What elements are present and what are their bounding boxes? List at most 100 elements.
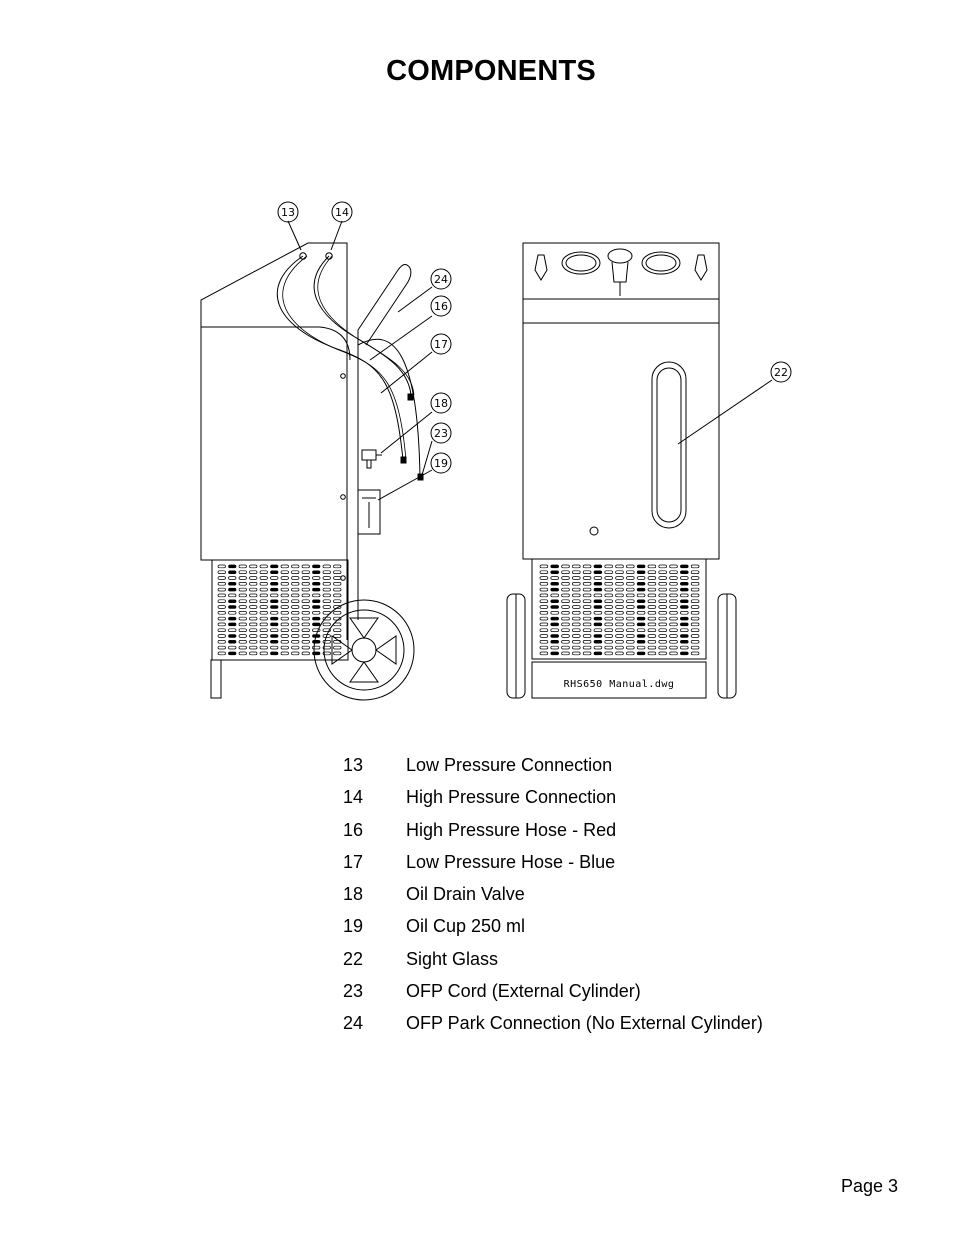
grille-slot [259,570,268,574]
grille-slot [626,587,635,592]
grille-slot [333,599,342,603]
grille-slot [690,593,700,598]
grille-slot [291,622,300,627]
grille-slot [690,570,700,574]
grille-slot [636,564,646,569]
grille-slot [593,651,603,656]
front-view [506,242,773,699]
grille-slot [249,576,258,580]
grille-slot [550,587,559,592]
grille-slot [539,640,549,644]
grille-slot [582,593,592,598]
grille-slot [259,564,268,569]
grille-slot [280,582,289,586]
grille-slot [680,634,689,638]
grille-slot [680,628,689,632]
grille-slot [301,582,310,586]
grille-slot [550,582,559,586]
grille-slot [217,599,226,603]
grille-slot [238,587,247,592]
component-number: 16 [343,819,364,840]
grille-slot [658,582,667,586]
grille-slot [217,593,226,598]
grille-slot [561,628,570,632]
grille-slot [572,582,581,586]
grille-slot [539,616,549,621]
component-number: 13 [343,755,364,775]
callout-label-23: 23 [434,427,448,440]
grille-slot [572,605,581,609]
grille-slot [658,645,667,650]
grille-slot [259,576,268,580]
grille-slot [647,645,657,650]
grille-slot [280,616,289,621]
grille-slot [615,582,624,586]
grille-slot [280,564,289,569]
component-number: 18 [343,884,364,905]
grille-slot [228,564,237,569]
grille-slot [270,587,279,592]
grille-slot [228,634,237,638]
grille-slot [626,582,635,586]
grille-slot [333,651,342,656]
grille-slot [593,616,603,621]
grille-slot [636,622,646,627]
grille-slot [690,576,700,580]
grille-slot [238,576,247,580]
grille-slot [690,587,700,592]
grille-slot [301,640,310,644]
grille-slot [301,605,310,609]
grille-slot [658,616,667,621]
grille-slot [669,634,678,638]
callout-14 [331,201,353,223]
grille-slot [572,616,581,621]
grille-slot [561,645,570,650]
component-label: Oil Cup 250 ml [406,916,526,937]
grille-slot [615,611,624,615]
grille-slot [582,576,592,580]
grille-slot [238,570,247,574]
grille-slot [690,640,700,644]
callout-13 [277,201,299,223]
grille-slot [669,645,678,650]
grille-slot [249,645,258,650]
grille-slot [238,634,247,638]
grille-slot [680,599,689,603]
grille-slot [539,645,549,650]
grille-slot [217,616,226,621]
grille-slot [582,605,592,609]
grille-slot [291,628,300,632]
grille-slot [291,640,300,644]
component-label: OFP Park Connection (No External Cylinde… [406,1013,763,1034]
grille-slot [626,593,635,598]
grille-slot [615,576,624,580]
grille-slot [636,576,646,580]
grille-slot [690,599,700,603]
grille-slot [312,564,321,569]
grille-slot [658,564,667,569]
grille-slot [669,622,678,627]
grille-slot [270,616,279,621]
side-view [200,220,433,701]
grille-slot [322,640,331,644]
grille-slot [636,605,646,609]
page-title: COMPONENTS [386,55,596,87]
grille-slot [647,570,657,574]
grille-slot [539,582,549,586]
grille-slot [615,634,624,638]
grille-slot [270,570,279,574]
grille-slot [312,645,321,650]
grille-slot [604,593,613,598]
grille-slot [249,616,258,621]
grille-slot [322,576,331,580]
grille-slot [604,570,613,574]
grille-slot [615,628,624,632]
grille-slot [322,564,331,569]
grille-slot [228,587,237,592]
grille-slot [270,640,279,644]
grille-slot [669,582,678,586]
grille-slot [301,587,310,592]
grille-slot [322,611,331,615]
grille-slot [680,645,689,650]
